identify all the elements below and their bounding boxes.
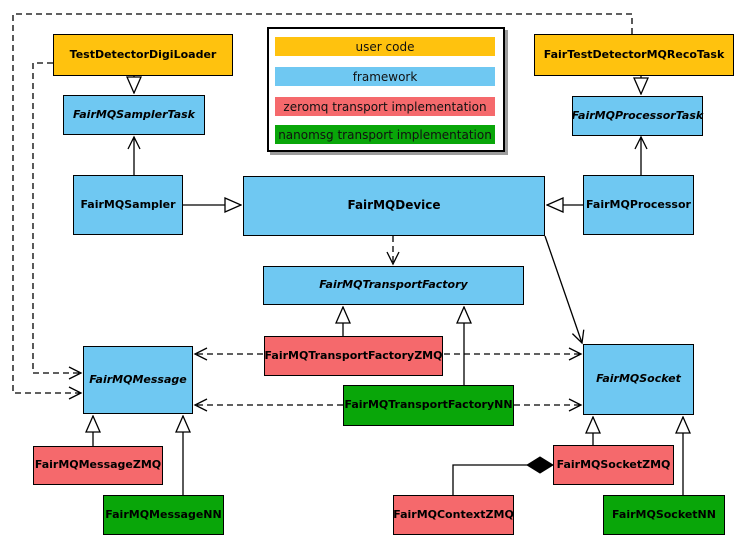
node-fairmq-processor-task: FairMQProcessorTask	[572, 96, 703, 136]
legend-item-framework: framework	[275, 67, 495, 86]
edge-dep-digiloader-message	[32, 62, 83, 380]
legend-item-zeromq: zeromq transport implementation	[275, 97, 495, 116]
node-fairmq-socket-nn: FairMQSocketNN	[603, 495, 725, 535]
composition-diamond	[526, 456, 554, 474]
edge-dep-recotask-message	[12, 13, 633, 400]
edge-comp-contextzmq-socketzmq	[452, 464, 528, 495]
node-fairmq-sampler-task: FairMQSamplerTask	[63, 95, 205, 135]
node-fairmq-message-zmq: FairMQMessageZMQ	[33, 446, 163, 485]
node-fairmq-socket: FairMQSocket	[583, 344, 694, 415]
legend-item-nanomsg: nanomsg transport implementation	[275, 125, 495, 144]
legend: user code framework zeromq transport imp…	[267, 27, 505, 152]
node-fairmq-message: FairMQMessage	[83, 346, 193, 414]
node-fairmq-context-zmq: FairMQContextZMQ	[393, 495, 514, 535]
node-fairmq-sampler: FairMQSampler	[73, 175, 183, 235]
node-fair-test-detector-mq-reco-task: FairTestDetectorMQRecoTask	[534, 34, 734, 76]
legend-item-user-code: user code	[275, 37, 495, 56]
node-fairmq-socket-zmq: FairMQSocketZMQ	[553, 445, 674, 485]
node-fairmq-transport-factory: FairMQTransportFactory	[263, 266, 524, 305]
node-fairmq-message-nn: FairMQMessageNN	[103, 495, 224, 535]
node-fairmq-transport-factory-zmq: FairMQTransportFactoryZMQ	[264, 336, 443, 376]
node-fairmq-processor: FairMQProcessor	[583, 175, 694, 235]
node-test-detector-digi-loader: TestDetectorDigiLoader	[53, 34, 233, 76]
edge-assoc-device-socket	[544, 235, 585, 345]
node-fairmq-device: FairMQDevice	[243, 176, 545, 236]
node-fairmq-transport-factory-nn: FairMQTransportFactoryNN	[343, 385, 514, 426]
